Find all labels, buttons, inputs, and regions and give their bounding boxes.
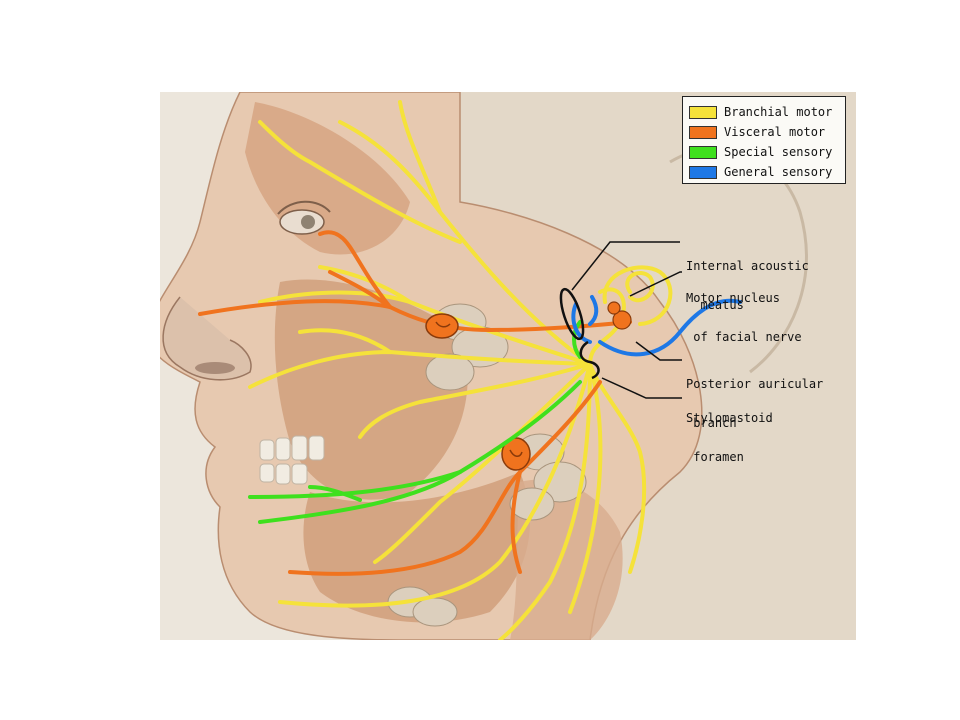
foramen-markers bbox=[559, 287, 600, 380]
nose bbox=[162, 296, 252, 381]
label-line: Stylomastoid bbox=[686, 411, 773, 425]
mandibular-branch bbox=[373, 362, 592, 564]
label-line: Internal acoustic bbox=[686, 259, 809, 273]
legend-swatch bbox=[689, 165, 717, 179]
legend-label: General sensory bbox=[724, 165, 833, 179]
posterior-auricular-nerve bbox=[598, 298, 742, 357]
cervical-branch bbox=[498, 362, 592, 640]
pterygopalatine-ganglion bbox=[425, 313, 459, 339]
salivary-glands bbox=[387, 303, 587, 627]
buccal-branch-3 bbox=[358, 362, 592, 439]
label-line: of facial nerve bbox=[686, 330, 802, 344]
label-line: Motor nucleus bbox=[686, 291, 780, 305]
frontal-branch bbox=[258, 120, 462, 244]
taste-branch-2 bbox=[248, 470, 462, 499]
lacrimal-branch-2 bbox=[328, 270, 392, 309]
lacrimal-branch bbox=[318, 230, 392, 309]
cervical-branch-2 bbox=[568, 362, 603, 614]
zygomatic-branch-2 bbox=[318, 265, 412, 304]
nostril bbox=[195, 362, 235, 374]
skull-region bbox=[240, 92, 856, 640]
chorda-tympani bbox=[288, 380, 602, 576]
legend: Branchial motor Visceral motor Special s… bbox=[682, 96, 846, 184]
taste-branch-3 bbox=[308, 485, 362, 502]
visceral-motor-nerves bbox=[198, 230, 632, 576]
legend-label: Visceral motor bbox=[724, 125, 826, 139]
motor-loop-outer bbox=[602, 265, 673, 326]
taste-root bbox=[572, 320, 582, 359]
legend-swatch bbox=[689, 125, 717, 139]
nucleus-cluster bbox=[607, 301, 632, 330]
legend-item-general-sensory: General sensory bbox=[689, 162, 839, 182]
branchial-motor-nerves bbox=[248, 100, 673, 640]
legend-item-special-sensory: Special sensory bbox=[689, 142, 839, 162]
label-internal-acoustic-meatus: Internal acoustic meatus bbox=[686, 234, 809, 338]
greater-petrosal bbox=[388, 305, 632, 333]
muscle-jaw bbox=[303, 472, 530, 623]
label-stylomastoid-foramen: Stylomastoid foramen bbox=[686, 386, 773, 490]
label-line: meatus bbox=[686, 298, 744, 312]
legend-item-branchial-motor: Branchial motor bbox=[689, 102, 839, 122]
label-line: Posterior auricular bbox=[686, 377, 824, 391]
eye bbox=[277, 200, 331, 235]
motor-loop bbox=[625, 271, 655, 303]
leader-lines bbox=[571, 241, 682, 399]
sensory-loop bbox=[588, 295, 599, 326]
legend-label: Special sensory bbox=[724, 145, 833, 159]
greater-petrosal-2 bbox=[198, 299, 392, 316]
mandibular-branch-2 bbox=[278, 362, 592, 608]
special-sensory-nerves bbox=[248, 320, 582, 524]
legend-swatch bbox=[689, 145, 717, 159]
buccal-branch-2 bbox=[298, 328, 392, 354]
label-posterior-auricular-branch: Posterior auricular branch bbox=[686, 352, 823, 456]
submandibular-ganglion bbox=[501, 437, 531, 471]
label-motor-nucleus: Motor nucleus of facial nerve bbox=[686, 266, 802, 370]
legend-label: Branchial motor bbox=[724, 105, 833, 119]
temporal-branch-2 bbox=[398, 100, 442, 214]
temporal-branch bbox=[338, 120, 592, 366]
legend-item-visceral-motor: Visceral motor bbox=[689, 122, 839, 142]
sensory-root bbox=[571, 302, 592, 344]
legend-swatch bbox=[689, 105, 717, 119]
label-line: branch bbox=[686, 416, 737, 430]
chorda-tympani-2 bbox=[510, 470, 522, 574]
general-sensory-nerves bbox=[571, 295, 742, 357]
teeth bbox=[259, 435, 325, 485]
digastric-branch bbox=[588, 362, 647, 574]
label-line: foramen bbox=[686, 450, 744, 464]
